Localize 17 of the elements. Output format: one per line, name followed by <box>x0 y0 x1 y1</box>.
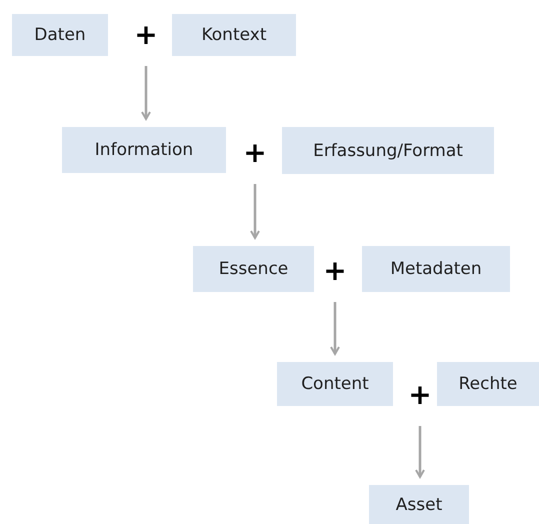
arrow <box>330 302 340 355</box>
concept-box: Metadaten <box>362 246 510 292</box>
plus-sign: + <box>131 20 161 50</box>
concept-box: Content <box>277 362 393 406</box>
concept-box: Information <box>62 127 226 173</box>
arrow <box>141 66 151 120</box>
concept-box: Erfassung/Format <box>282 127 494 174</box>
plus-sign: + <box>320 256 350 286</box>
plus-sign: + <box>240 138 270 168</box>
concept-box: Kontext <box>172 14 296 56</box>
concept-box: Essence <box>193 246 314 292</box>
concept-box: Daten <box>12 14 108 56</box>
arrow <box>415 426 425 478</box>
concept-box: Rechte <box>437 362 539 406</box>
arrow <box>250 184 260 239</box>
concept-box: Asset <box>369 485 469 524</box>
plus-sign: + <box>405 380 435 410</box>
